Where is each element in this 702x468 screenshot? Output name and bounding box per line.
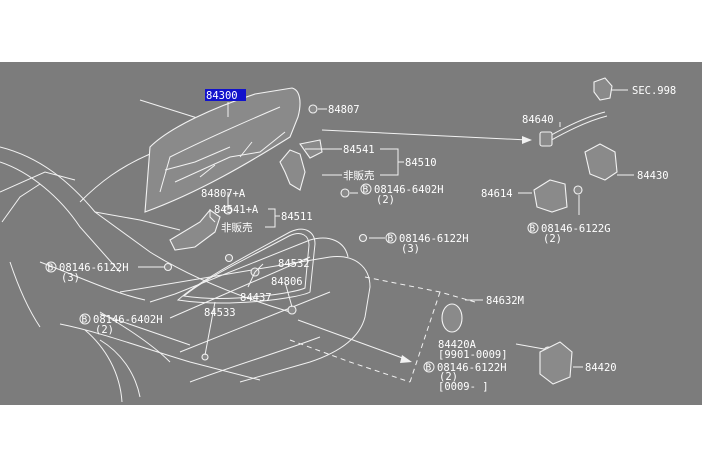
- bolt-b-marker: [45, 261, 57, 273]
- bolt-b-marker: [385, 232, 397, 244]
- label-08146-6402h-left-qty: (2): [95, 324, 114, 336]
- label-84420[interactable]: 84420: [585, 362, 617, 374]
- label-range-0009: [0009- ]: [438, 381, 489, 393]
- label-84300[interactable]: 84300: [206, 90, 238, 102]
- bolt-b-marker: [360, 183, 372, 195]
- label-08146-6122h-mid[interactable]: 08146-6122H: [399, 233, 469, 245]
- label-sec998[interactable]: SEC.998: [632, 85, 676, 97]
- label-84533[interactable]: 84533: [204, 307, 236, 319]
- trunk-seal: [176, 228, 316, 304]
- label-08146-6122h-bottom-qty: (2): [439, 371, 458, 383]
- cable-84640: [539, 111, 608, 147]
- label-84532[interactable]: 84532: [278, 258, 310, 270]
- part-sec998: [593, 77, 613, 101]
- label-84437[interactable]: 84437: [240, 292, 272, 304]
- label-84511[interactable]: 84511: [281, 211, 313, 223]
- bolt-b-letter: B: [363, 185, 369, 196]
- latch-84420: [539, 341, 573, 385]
- bolt-b-letter: B: [48, 263, 54, 274]
- leader-lines: [99, 89, 634, 368]
- label-hanbai-1: 非販売: [343, 169, 375, 182]
- label-hanbai-2: 非販売: [221, 221, 253, 234]
- label-08146-6402h-top[interactable]: 08146-6402H: [374, 184, 444, 196]
- bolt-b-letter: B: [82, 315, 88, 326]
- dashed-guides: [289, 276, 476, 383]
- parts-diagram: 84300 84807 84541 84510 非販売 B 08146-6402…: [0, 62, 702, 405]
- hinge-right: [279, 139, 323, 191]
- label-84632m[interactable]: 84632M: [486, 295, 524, 307]
- selected-part-highlight: [205, 89, 246, 101]
- label-range-9901-0009: [9901-0009]: [438, 349, 508, 361]
- label-84510[interactable]: 84510: [405, 157, 437, 169]
- bolt-b-marker: [423, 361, 435, 373]
- callout-arrows: [297, 129, 532, 363]
- label-84640[interactable]: 84640: [522, 114, 554, 126]
- trunk-lid: [144, 87, 301, 213]
- label-08146-6122g[interactable]: 08146-6122G: [541, 223, 611, 235]
- label-08146-6122h-left-qty: (3): [61, 272, 80, 284]
- label-08146-6122h-bottom[interactable]: 08146-6122H: [437, 362, 507, 374]
- cover-84632m: [441, 303, 463, 333]
- hinge-left: [169, 209, 221, 251]
- label-08146-6122g-qty: (2): [543, 233, 562, 245]
- label-08146-6402h-top-qty: (2): [376, 194, 395, 206]
- actuator-84614: [533, 179, 568, 213]
- bolt-b-marker: [527, 222, 539, 234]
- parts-diagram-svg: 84300 84807 84541 84510 非販売 B 08146-6402…: [0, 77, 676, 403]
- label-84614[interactable]: 84614: [481, 188, 513, 200]
- bolt-b-letter: B: [426, 363, 432, 374]
- label-84420a[interactable]: 84420A: [438, 339, 477, 351]
- label-84541a[interactable]: 84541+A: [214, 204, 259, 216]
- label-84806[interactable]: 84806: [271, 276, 303, 288]
- label-84430[interactable]: 84430: [637, 170, 669, 182]
- label-08146-6122h-left[interactable]: 08146-6122H: [59, 262, 129, 274]
- bolt-b-letter: B: [388, 234, 394, 245]
- label-84807a[interactable]: 84807+A: [201, 188, 246, 200]
- bolt-b-marker: [79, 313, 91, 325]
- part-labels: 84300 84807 84541 84510 非販売 B 08146-6402…: [45, 85, 676, 393]
- label-08146-6402h-left[interactable]: 08146-6402H: [93, 314, 163, 326]
- label-84807[interactable]: 84807: [328, 104, 360, 116]
- bolt-b-letter: B: [530, 224, 536, 235]
- label-08146-6122h-mid-qty: (3): [401, 243, 420, 255]
- label-84541[interactable]: 84541: [343, 144, 375, 156]
- lock-84430: [584, 143, 618, 181]
